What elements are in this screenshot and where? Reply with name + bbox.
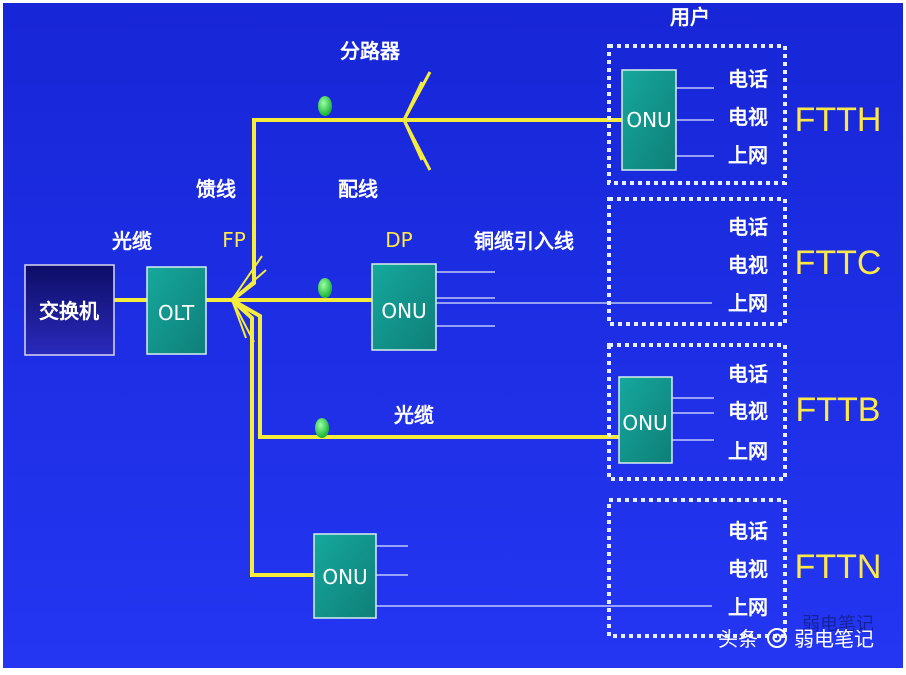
service-tv-fttc: 电视: [728, 253, 768, 277]
olt-label: OLT: [158, 301, 195, 325]
onu-label-fttn: ONU: [322, 565, 367, 589]
watermark-ghost: 弱电笔记: [802, 614, 874, 635]
user-frame-fttc: [607, 197, 787, 326]
watermark-account: 弱电笔记: [794, 627, 874, 651]
copper-dropline-label: 铜缆引入线: [474, 229, 574, 253]
user-frame-fttb: [607, 343, 787, 481]
onu-label-dp: ONU: [381, 299, 426, 323]
mode-label-fttb: FTTB: [796, 391, 881, 429]
olt-box: [146, 266, 207, 355]
splitter-fan: [402, 71, 432, 171]
distribution-label: 配线: [338, 177, 378, 201]
diagram-background: [3, 3, 903, 668]
fp-splitter-fan: [231, 255, 267, 343]
splitter-label: 分路器: [340, 39, 401, 63]
service-phone-fttb: 电话: [728, 362, 768, 386]
fiber-marker: [315, 418, 329, 438]
service-internet-fttn: 上网: [728, 595, 768, 619]
fiber-fttn-branch: [230, 298, 314, 577]
onu-box-fttb: [618, 376, 673, 464]
watermark-at-icon: [767, 628, 787, 648]
exchange-box: [24, 264, 115, 356]
users-label: 用户: [670, 5, 710, 29]
onu-label-fttb: ONU: [622, 411, 667, 435]
mode-label-fttc: FTTC: [795, 244, 882, 282]
mode-label-ftth: FTTH: [795, 101, 882, 139]
dp-label: DP: [385, 228, 412, 252]
fiber-marker: [318, 96, 332, 116]
user-frame-ftth: [607, 44, 787, 185]
onu-label-ftth: ONU: [626, 108, 671, 132]
user-frame-fttn: [607, 498, 787, 638]
onu-box-fttn: [313, 533, 377, 619]
service-tv-ftth: 电视: [728, 105, 768, 129]
service-internet-fttc: 上网: [728, 291, 768, 315]
fp-label: FP: [222, 228, 246, 252]
watermark-platform: 头条: [718, 627, 758, 651]
service-phone-fttn: 电话: [728, 519, 768, 543]
onu-box-dp: [371, 263, 437, 351]
exchange-label: 交换机: [39, 299, 99, 323]
service-tv-fttn: 电视: [728, 557, 768, 581]
user-frames: [607, 44, 787, 638]
fiber-marker: [318, 278, 332, 298]
service-internet-ftth: 上网: [728, 143, 768, 167]
service-phone-fttc: 电话: [728, 215, 768, 239]
fiber-fttb-branch: [231, 298, 622, 439]
service-phone-ftth: 电话: [728, 67, 768, 91]
service-tv-fttb: 电视: [728, 399, 768, 423]
copper-lines: [376, 87, 714, 607]
service-internet-fttb: 上网: [728, 439, 768, 463]
mode-label-fttn: FTTN: [795, 548, 882, 586]
feeder-label: 馈线: [196, 177, 236, 201]
onu-box-ftth: [621, 69, 677, 171]
cable-label-mid: 光缆: [393, 403, 434, 427]
cable-label-left: 光缆: [111, 229, 152, 253]
